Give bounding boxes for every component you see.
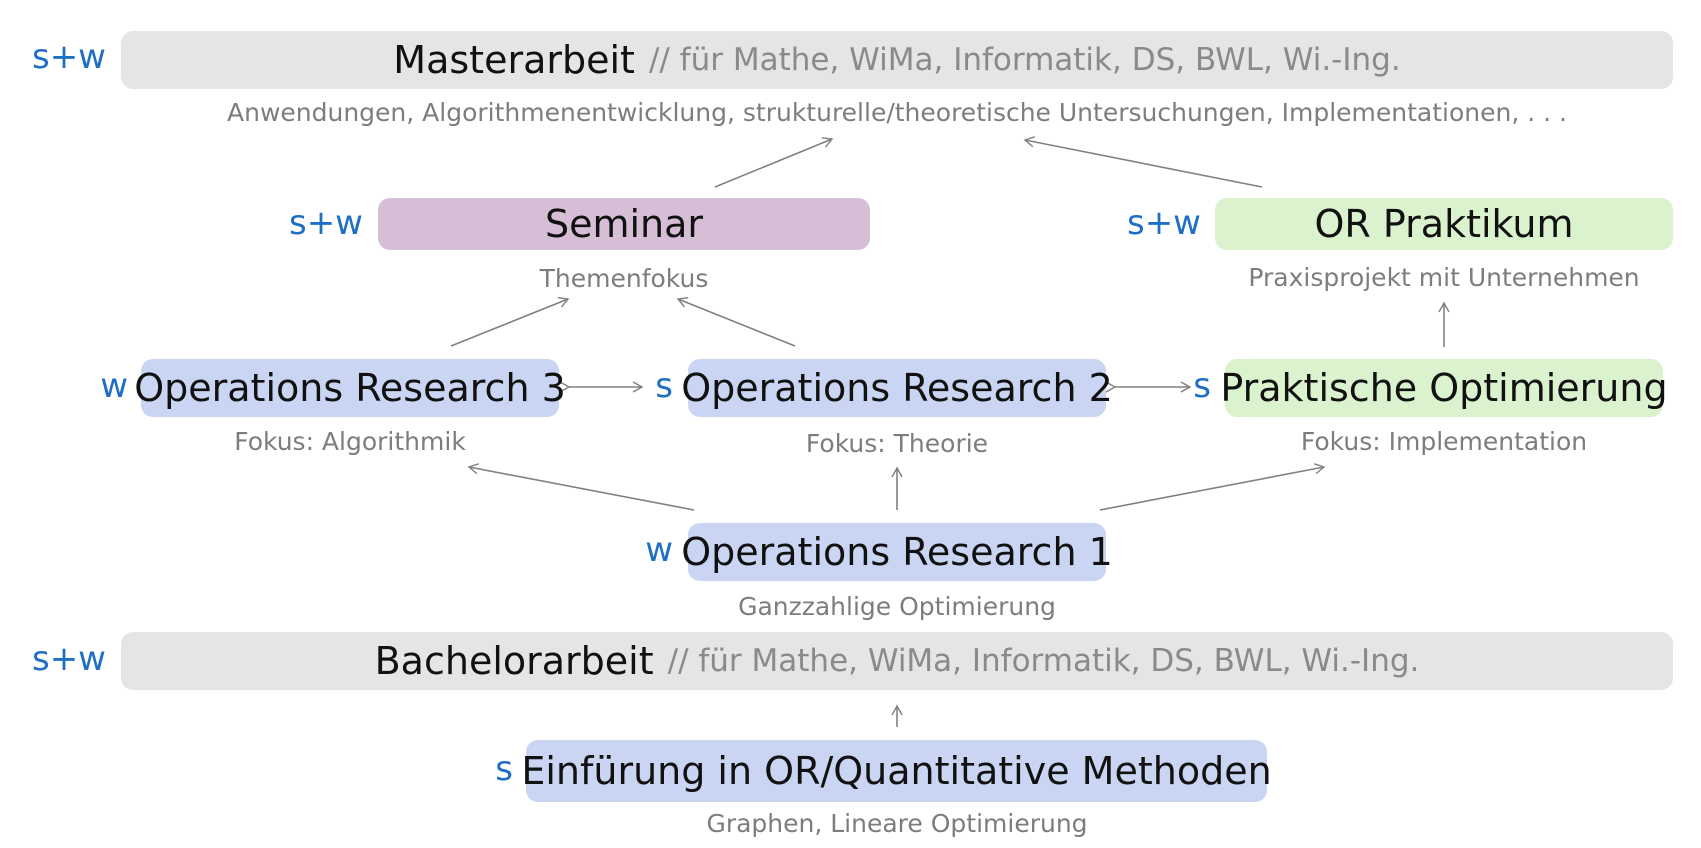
arrow-or2-to-seminar [676, 297, 796, 347]
or3-title: Operations Research 3 [134, 366, 566, 410]
or1-description: Ganzzahlige Optimierung [738, 592, 1056, 621]
arrow-or1-to-praktische [1099, 463, 1326, 511]
bachelor-audience: // für Mathe, WiMa, Informatik, DS, BWL,… [667, 643, 1420, 679]
intro-title: Einfürung in OR/Quantitative Methoden [521, 749, 1272, 793]
seminar-box[interactable]: Seminar [378, 198, 870, 250]
or3-box[interactable]: Operations Research 3 [134, 359, 566, 417]
intro-semester-label: s [495, 749, 513, 789]
praktikum-title: OR Praktikum [1314, 202, 1574, 246]
arrow-praktikum-to-master [1023, 136, 1263, 188]
intro-box[interactable]: Einfürung in OR/Quantitative Methoden [521, 740, 1272, 802]
praktische-description: Fokus: Implementation [1300, 427, 1588, 456]
praktische-title: Praktische Optimierung [1220, 366, 1668, 410]
praktische-semester-label: s [1193, 366, 1211, 406]
intro-description: Graphen, Lineare Optimierung [706, 809, 1088, 838]
or1-title: Operations Research 1 [681, 530, 1113, 574]
or1-semester-label: w [645, 530, 673, 570]
master-title: Masterarbeit [393, 38, 635, 82]
master-audience: // für Mathe, WiMa, Informatik, DS, BWL,… [648, 42, 1401, 78]
or2-description: Fokus: Theorie [805, 429, 989, 458]
master-description: Anwendungen, Algorithmenentwicklung, str… [227, 98, 1567, 127]
praktische-optimierung-box[interactable]: Praktische Optimierung [1220, 359, 1668, 417]
or2-box[interactable]: Operations Research 2 [681, 359, 1113, 417]
or3-semester-label: w [100, 366, 128, 406]
or3-description: Fokus: Algorithmik [234, 427, 466, 456]
master-thesis-box[interactable]: Masterarbeit // für Mathe, WiMa, Informa… [121, 31, 1673, 89]
or1-box[interactable]: Operations Research 1 [681, 523, 1113, 581]
master-semester-label: s+w [31, 37, 106, 77]
or2-semester-label: s [655, 366, 673, 406]
bachelor-thesis-box[interactable]: Bachelorarbeit // für Mathe, WiMa, Infor… [121, 632, 1673, 690]
seminar-title: Seminar [544, 202, 704, 246]
arrow-or1-to-or3 [467, 463, 695, 511]
seminar-semester-label: s+w [288, 203, 363, 243]
bachelor-title: Bachelorarbeit [374, 639, 654, 683]
or2-title: Operations Research 2 [681, 366, 1113, 410]
praktikum-semester-label: s+w [1126, 203, 1201, 243]
arrow-or3-to-seminar [450, 297, 570, 347]
or-praktikum-box[interactable]: OR Praktikum [1215, 198, 1673, 250]
seminar-description: Themenfokus [539, 264, 709, 293]
praktikum-description: Praxisprojekt mit Unternehmen [1248, 263, 1640, 292]
bachelor-semester-label: s+w [31, 639, 106, 679]
arrow-seminar-to-master [714, 137, 834, 188]
